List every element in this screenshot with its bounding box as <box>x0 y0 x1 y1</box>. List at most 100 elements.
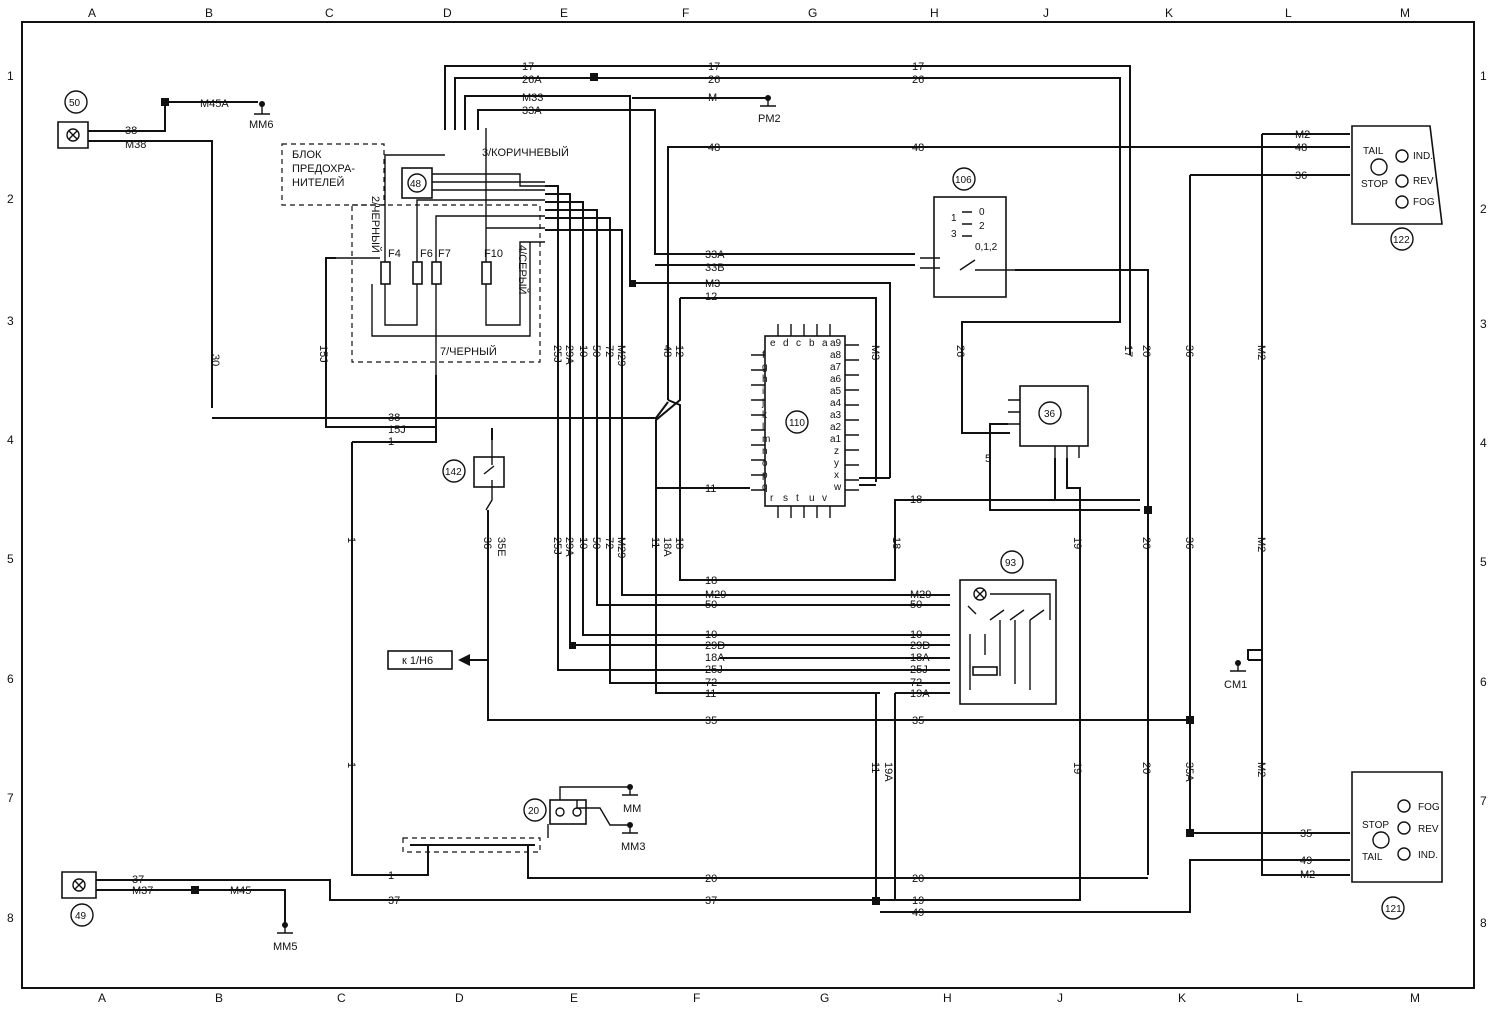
wire-label: 50 <box>910 599 922 611</box>
wire-label: 1 <box>345 762 357 768</box>
wire-label: 37 <box>388 895 400 907</box>
pin-label: REV <box>1413 176 1434 187</box>
wire-label: 20 <box>705 873 717 885</box>
reference-label: к 1/H6 <box>402 655 433 667</box>
pin-label: a9 <box>830 338 842 349</box>
wire-label: M2 <box>1255 537 1267 552</box>
pin-label: 0,1,2 <box>975 242 998 253</box>
pin-label: a8 <box>830 350 842 361</box>
pin-label: a1 <box>830 434 842 445</box>
pin-label: x <box>834 470 839 481</box>
grid-col: F <box>682 6 689 20</box>
pin-label: g <box>762 362 768 373</box>
wire-label: 11 <box>705 688 716 700</box>
wire-label: 12 <box>705 291 717 303</box>
wire-label: 18A <box>705 652 725 664</box>
grid-top: A B C D E F G H J K L M <box>88 6 1410 20</box>
grid-col: L <box>1296 991 1303 1005</box>
grid-row: 6 <box>1480 675 1487 689</box>
wire-label: 26A <box>522 74 542 86</box>
pin-label: f <box>762 350 765 361</box>
component-36-label: 36 <box>1044 409 1056 420</box>
wire-label: M38 <box>125 139 146 151</box>
wire-label: 26 <box>708 74 720 86</box>
fuse-f7: F7 <box>438 248 451 260</box>
wire-label: 25J <box>551 345 563 363</box>
grid-row: 5 <box>1480 555 1487 569</box>
pin-label: s <box>783 493 788 504</box>
wire-label: M3 <box>869 345 881 360</box>
wire-label: 48 <box>912 142 924 154</box>
wire-label: M45A <box>200 98 229 110</box>
pin-label: i <box>762 386 764 397</box>
fuse-block: БЛОК ПРЕДОХРА- НИТЕЛЕЙ 3/КОРИЧНЕВЫЙ 2/ЧЕ… <box>281 128 569 375</box>
wire-label: 4/СЕРЫЙ <box>516 245 529 294</box>
wire-label: M2 <box>1295 129 1310 141</box>
grid-right: 1 2 3 4 5 6 7 8 <box>1480 69 1487 930</box>
pin-label: b <box>809 338 815 349</box>
grid-col: M <box>1400 6 1410 20</box>
wire-label: 33B <box>705 262 725 274</box>
pin-label: a6 <box>830 374 842 385</box>
component-50-label: 50 <box>69 98 81 109</box>
wire-label: M2 <box>1255 345 1267 360</box>
component-93: 93 <box>959 550 1057 705</box>
wire-label: 38 <box>388 412 400 424</box>
grid-col: M <box>1410 991 1420 1005</box>
ground-mm5: MM5 <box>273 941 297 953</box>
component-106-label: 106 <box>955 175 972 186</box>
fuse-f4: F4 <box>388 248 401 260</box>
grid-col: C <box>325 6 334 20</box>
grid-row: 6 <box>7 672 14 686</box>
fuse-block-title: БЛОК <box>292 149 322 161</box>
pin-label: 2 <box>979 221 985 232</box>
pin-label: IND. <box>1418 850 1438 861</box>
pin-label: z <box>834 446 839 457</box>
pin-label: r <box>770 493 774 504</box>
component-20: 20 <box>402 784 638 853</box>
grid-col: K <box>1165 6 1173 20</box>
grid-col: B <box>205 6 213 20</box>
wire-label: 18 <box>673 537 685 549</box>
pin-label: a4 <box>830 398 842 409</box>
grid-col: A <box>88 6 96 20</box>
fuse-f6: F6 <box>420 248 433 260</box>
grid-col: E <box>560 6 568 20</box>
component-110: 110 e d c b a a9 a8 a7 a6 a5 a4 a3 a2 a1… <box>751 324 859 518</box>
wire-label: 18 <box>890 537 902 549</box>
pin-label: STOP <box>1361 179 1388 190</box>
wire-label: 19 <box>912 895 924 907</box>
pin-label: t <box>796 493 799 504</box>
wire-label: 18 <box>705 575 717 587</box>
wire-label: 29A <box>563 537 575 557</box>
ground-mm3: MM3 <box>621 841 645 853</box>
pin-label: a3 <box>830 410 842 421</box>
component-48-label: 48 <box>410 179 422 190</box>
pin-label: 1 <box>951 213 957 224</box>
pin-label: v <box>822 493 827 504</box>
wire-label: 10 <box>705 629 717 641</box>
wire-label: 15J <box>388 424 406 436</box>
grid-row: 3 <box>7 314 14 328</box>
wire-label: 11 <box>705 483 716 495</box>
pin-label: TAIL <box>1362 852 1383 863</box>
grid-row: 8 <box>1480 916 1487 930</box>
wire-label: 35 <box>1300 828 1312 840</box>
pin-label: a <box>822 338 828 349</box>
grid-col: L <box>1285 6 1292 20</box>
pin-label: TAIL <box>1363 146 1384 157</box>
wire-label: 1 <box>345 537 357 543</box>
wire-label: 1 <box>388 436 394 448</box>
wire-label: 20 <box>1140 345 1152 357</box>
wire-label: M37 <box>132 885 153 897</box>
wire-label: 38 <box>125 125 137 137</box>
component-50: 50 <box>57 90 89 149</box>
wire-label: 10 <box>577 537 589 549</box>
wire-label: 15J <box>317 345 329 363</box>
pin-label: n <box>762 446 768 457</box>
component-121-label: 121 <box>1385 904 1402 915</box>
grid-col: J <box>1043 6 1049 20</box>
pin-label: l <box>762 422 764 433</box>
grid-row: 8 <box>7 911 14 925</box>
wire-label: 20 <box>1140 537 1152 549</box>
